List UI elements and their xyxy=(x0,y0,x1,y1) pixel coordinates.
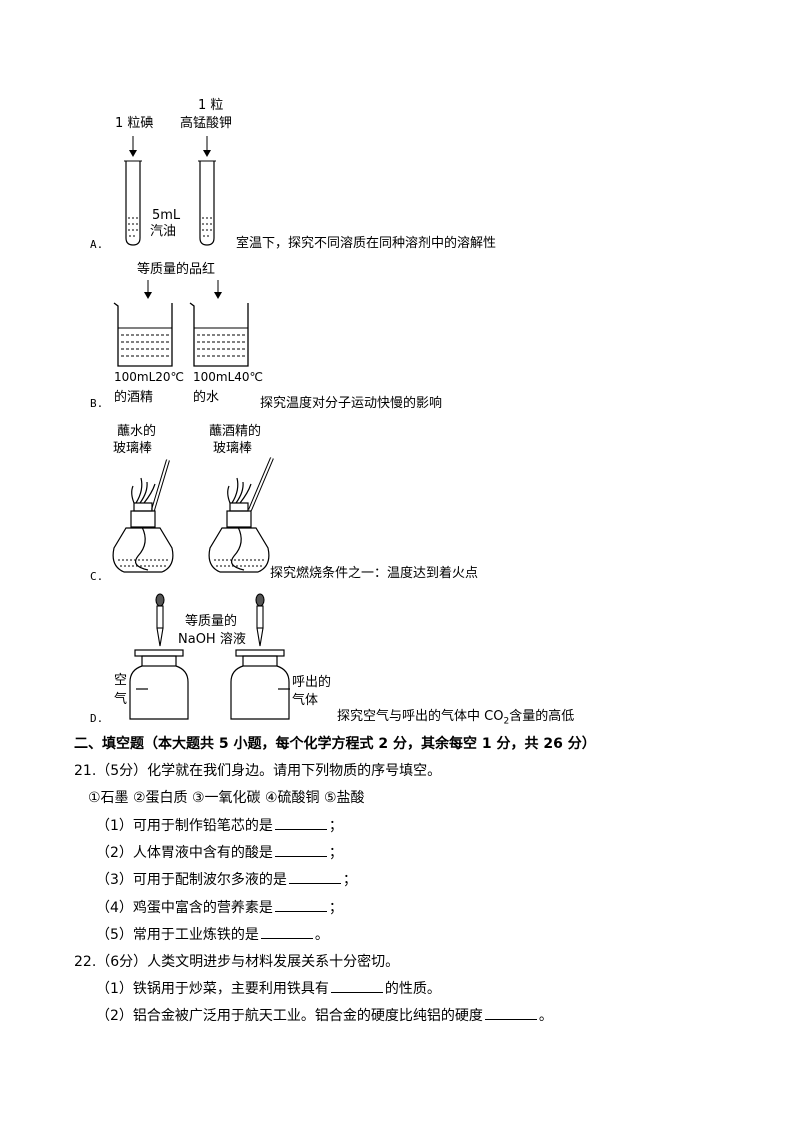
label-magenta: 等质量的品红 xyxy=(137,262,216,277)
label-kmno4-1: 1 粒 xyxy=(198,98,224,113)
alcohol-lamps-figure xyxy=(112,457,274,573)
gas-bottles-figure xyxy=(129,593,290,720)
label-water-40: 100mL40℃ xyxy=(193,370,264,384)
beakers-figure xyxy=(113,280,249,367)
option-d-caption: 探究空气与呼出的气体中 CO2含量的高低 xyxy=(337,709,575,727)
option-letter-d: D. xyxy=(90,712,104,725)
answer-blank[interactable] xyxy=(274,817,327,830)
label-water-rod-2: 玻璃棒 xyxy=(113,441,153,456)
label-air-1: 空 xyxy=(114,673,128,688)
q21-item-3: （3）可用于配制波尔多液的是； xyxy=(96,871,357,888)
q21-item-2: （2）人体胃液中含有的酸是； xyxy=(96,844,343,861)
label-naoh-1: 等质量的 xyxy=(185,614,238,629)
label-water-rod-1: 蘸水的 xyxy=(117,424,157,439)
answer-blank[interactable] xyxy=(330,980,383,993)
label-alcohol: 的酒精 xyxy=(114,390,154,405)
q21-item-4: （4）鸡蛋中富含的营养素是； xyxy=(96,899,343,916)
test-tubes-figure xyxy=(124,136,216,246)
label-5ml: 5mL xyxy=(152,208,181,223)
section-heading: 二、填空题（本大题共 5 小题，每个化学方程式 2 分，其余每空 1 分，共 2… xyxy=(74,736,596,752)
option-c-caption: 探究燃烧条件之一：温度达到着火点 xyxy=(270,566,479,581)
q22-item-2: （2）铝合金被广泛用于航天工业。铝合金的硬度比纯铝的硬度。 xyxy=(96,1007,553,1024)
q21-item-5: （5）常用于工业炼铁的是。 xyxy=(96,926,329,943)
label-alcohol-rod-2: 玻璃棒 xyxy=(213,441,253,456)
answer-blank[interactable] xyxy=(288,871,341,884)
q21-item-1: （1）可用于制作铅笔芯的是； xyxy=(96,817,343,834)
answer-blank[interactable] xyxy=(274,844,327,857)
q22-item-1: （1）铁锅用于炒菜，主要利用铁具有的性质。 xyxy=(96,980,441,997)
q22-stem: 22.（6分）人类文明进步与材料发展关系十分密切。 xyxy=(74,954,400,970)
label-alcohol-20: 100mL20℃ xyxy=(114,370,185,384)
label-water: 的水 xyxy=(193,390,220,405)
label-gasoline: 汽油 xyxy=(150,224,177,239)
option-letter-b: B. xyxy=(90,397,104,410)
option-letter-a: A. xyxy=(90,238,104,251)
label-kmno4-2: 高锰酸钾 xyxy=(180,116,233,131)
label-exhaled-1: 呼出的 xyxy=(292,675,332,690)
option-b-caption: 探究温度对分子运动快慢的影响 xyxy=(260,396,443,411)
label-naoh-2: NaOH 溶液 xyxy=(178,632,246,647)
answer-blank[interactable] xyxy=(260,926,313,939)
option-a-caption: 室温下，探究不同溶质在同种溶剂中的溶解性 xyxy=(236,236,497,251)
answer-blank[interactable] xyxy=(274,899,327,912)
label-exhaled-2: 气体 xyxy=(292,693,319,708)
option-letter-c: C. xyxy=(90,570,104,583)
q21-stem: 21.（5分）化学就在我们身边。请用下列物质的序号填空。 xyxy=(74,763,442,779)
label-iodine: 1 粒碘 xyxy=(115,116,154,131)
answer-blank[interactable] xyxy=(484,1007,537,1020)
q21-options: ①石墨 ②蛋白质 ③一氧化碳 ④硫酸铜 ⑤盐酸 xyxy=(88,790,365,806)
label-alcohol-rod-1: 蘸酒精的 xyxy=(209,424,262,439)
label-air-2: 气 xyxy=(114,692,128,707)
